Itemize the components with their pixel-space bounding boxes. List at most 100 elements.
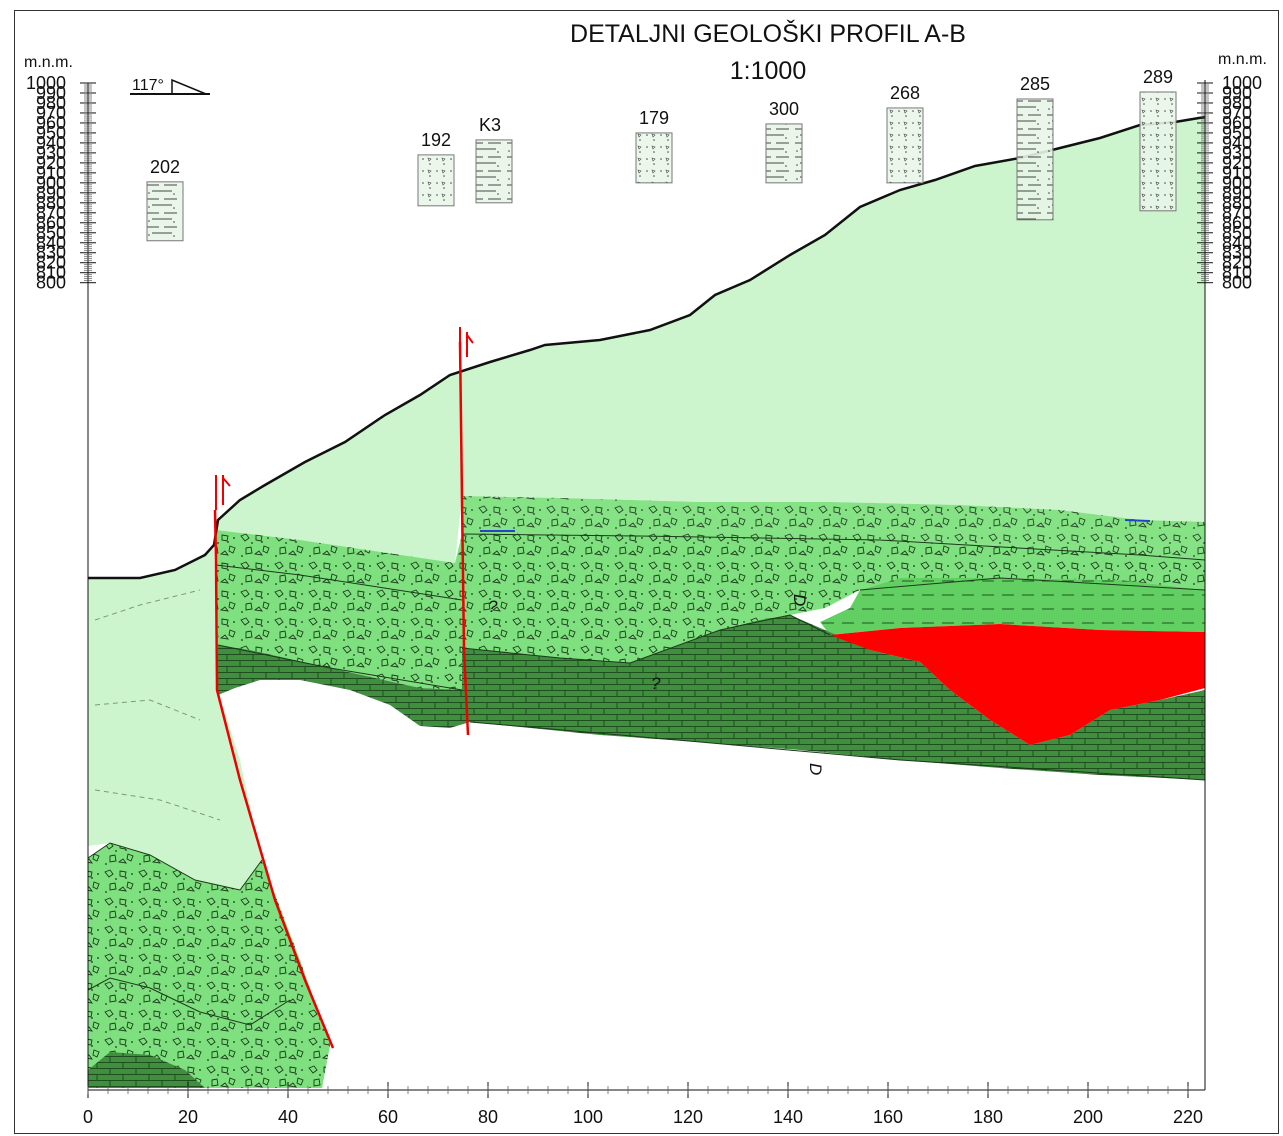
orientation-angle: 117° — [132, 77, 164, 94]
question-mark-1: ? — [488, 597, 498, 616]
borehole-label: 300 — [769, 99, 799, 119]
y-tick-label-left: 990 — [36, 83, 66, 103]
x-tick-label: 80 — [478, 1107, 498, 1127]
y-tick-label-right: 850 — [1222, 223, 1252, 243]
y-tick-label-left: 1000 — [26, 73, 66, 93]
profile-scale: 1:1000 — [730, 57, 806, 85]
terrain-surface — [88, 115, 1206, 580]
borehole-column — [147, 181, 183, 241]
red-body — [830, 624, 1205, 745]
x-tick-label: 200 — [1073, 1107, 1103, 1127]
borehole-label: 285 — [1020, 74, 1050, 94]
y-tick-label-left: 850 — [36, 223, 66, 243]
figure-border — [14, 10, 1279, 1134]
y-tick-label-left: 860 — [36, 213, 66, 233]
y-tick-label-left: 970 — [36, 103, 66, 123]
borehole-K3: K3 — [475, 115, 513, 204]
y-tick-label-left: 800 — [36, 273, 66, 293]
fault-left-arrow — [215, 475, 231, 510]
fault-right-arrow — [459, 327, 474, 362]
y-tick-label-left: 980 — [36, 93, 66, 113]
marl-tongue — [820, 578, 1205, 635]
y-tick-label-left: 890 — [36, 183, 66, 203]
orientation-indicator: 117° — [130, 77, 210, 95]
breccia-upper-band — [462, 496, 1205, 560]
fault-left — [213, 509, 335, 1049]
y-tick-label-right: 930 — [1222, 143, 1252, 163]
y-tick-label-left: 810 — [36, 263, 66, 283]
y-tick-label-right: 800 — [1222, 273, 1252, 293]
light-green-unit-left — [88, 548, 262, 890]
faults — [213, 327, 474, 1049]
light-green-unit-right — [216, 117, 1205, 563]
y-tick-label-left: 820 — [36, 253, 66, 273]
y-tick-label-left: 840 — [36, 233, 66, 253]
x-tick-label: 120 — [673, 1107, 703, 1127]
y-tick-label-left: 880 — [36, 193, 66, 213]
borehole-179: 179 — [635, 108, 673, 184]
y-tick-label-right: 860 — [1222, 213, 1252, 233]
y-tick-label-right: 950 — [1222, 123, 1252, 143]
borehole-label: 289 — [1143, 67, 1173, 87]
y-tick-label-left: 910 — [36, 163, 66, 183]
y-tick-label-left: 940 — [36, 133, 66, 153]
x-tick-label: 160 — [873, 1107, 903, 1127]
y-tick-label-right: 980 — [1222, 93, 1252, 113]
y-tick-label-left: 900 — [36, 173, 66, 193]
borehole-192: 192 — [417, 130, 455, 207]
y-tick-label-left: 830 — [36, 243, 66, 263]
borehole-label: 202 — [150, 157, 180, 177]
borehole-label: 179 — [639, 108, 669, 128]
borehole-column — [1017, 98, 1053, 220]
y-tick-label-right: 990 — [1222, 83, 1252, 103]
y-unit-right: m.n.m. — [1218, 51, 1267, 68]
dip-symbol-1: D — [790, 594, 809, 606]
y-tick-label-right: 920 — [1222, 153, 1252, 173]
fault-right — [458, 341, 470, 736]
borehole-label: 268 — [890, 83, 920, 103]
y-tick-label-right: 830 — [1222, 243, 1252, 263]
borehole-column — [1140, 91, 1176, 211]
y-tick-label-left: 920 — [36, 153, 66, 173]
limestone-lower-left — [88, 1052, 205, 1088]
y-tick-label-right: 910 — [1222, 163, 1252, 183]
x-tick-label: 180 — [973, 1107, 1003, 1127]
y-tick-label-right: 940 — [1222, 133, 1252, 153]
borehole-column — [636, 132, 672, 183]
borehole-202: 202 — [146, 157, 184, 242]
borehole-column — [418, 154, 454, 206]
y-tick-label-right: 820 — [1222, 253, 1252, 273]
y-tick-label-right: 810 — [1222, 263, 1252, 283]
question-mark-2: ? — [651, 674, 661, 693]
x-tick-label: 100 — [573, 1107, 603, 1127]
y-tick-label-right: 960 — [1222, 113, 1252, 133]
borehole-column — [476, 139, 512, 203]
y-tick-label-right: 1000 — [1222, 73, 1262, 93]
x-tick-label: 20 — [178, 1107, 198, 1127]
profile-title: DETALJNI GEOLOŠKI PROFIL A-B — [570, 19, 966, 48]
y-tick-label-left: 960 — [36, 113, 66, 133]
borehole-268: 268 — [886, 83, 924, 184]
x-tick-label: 220 — [1173, 1107, 1203, 1127]
boreholes: 202 192 K3 179 300 268 285 289 — [146, 67, 1177, 242]
x-tick-label: 140 — [773, 1107, 803, 1127]
y-tick-label-right: 970 — [1222, 103, 1252, 123]
y-tick-label-right: 840 — [1222, 233, 1252, 253]
y-tick-label-left: 950 — [36, 123, 66, 143]
borehole-label: K3 — [479, 115, 501, 135]
y-unit-left: m.n.m. — [24, 54, 73, 71]
y-tick-label-right: 880 — [1222, 193, 1252, 213]
y-tick-label-right: 870 — [1222, 203, 1252, 223]
borehole-300: 300 — [765, 99, 803, 184]
y-tick-label-left: 930 — [36, 143, 66, 163]
y-tick-label-right: 900 — [1222, 173, 1252, 193]
y-tick-label-left: 870 — [36, 203, 66, 223]
x-tick-label: 40 — [278, 1107, 298, 1127]
dip-symbol-2: D — [806, 763, 825, 775]
borehole-285: 285 — [1016, 74, 1054, 221]
borehole-label: 192 — [421, 130, 451, 150]
y-tick-label-right: 890 — [1222, 183, 1252, 203]
